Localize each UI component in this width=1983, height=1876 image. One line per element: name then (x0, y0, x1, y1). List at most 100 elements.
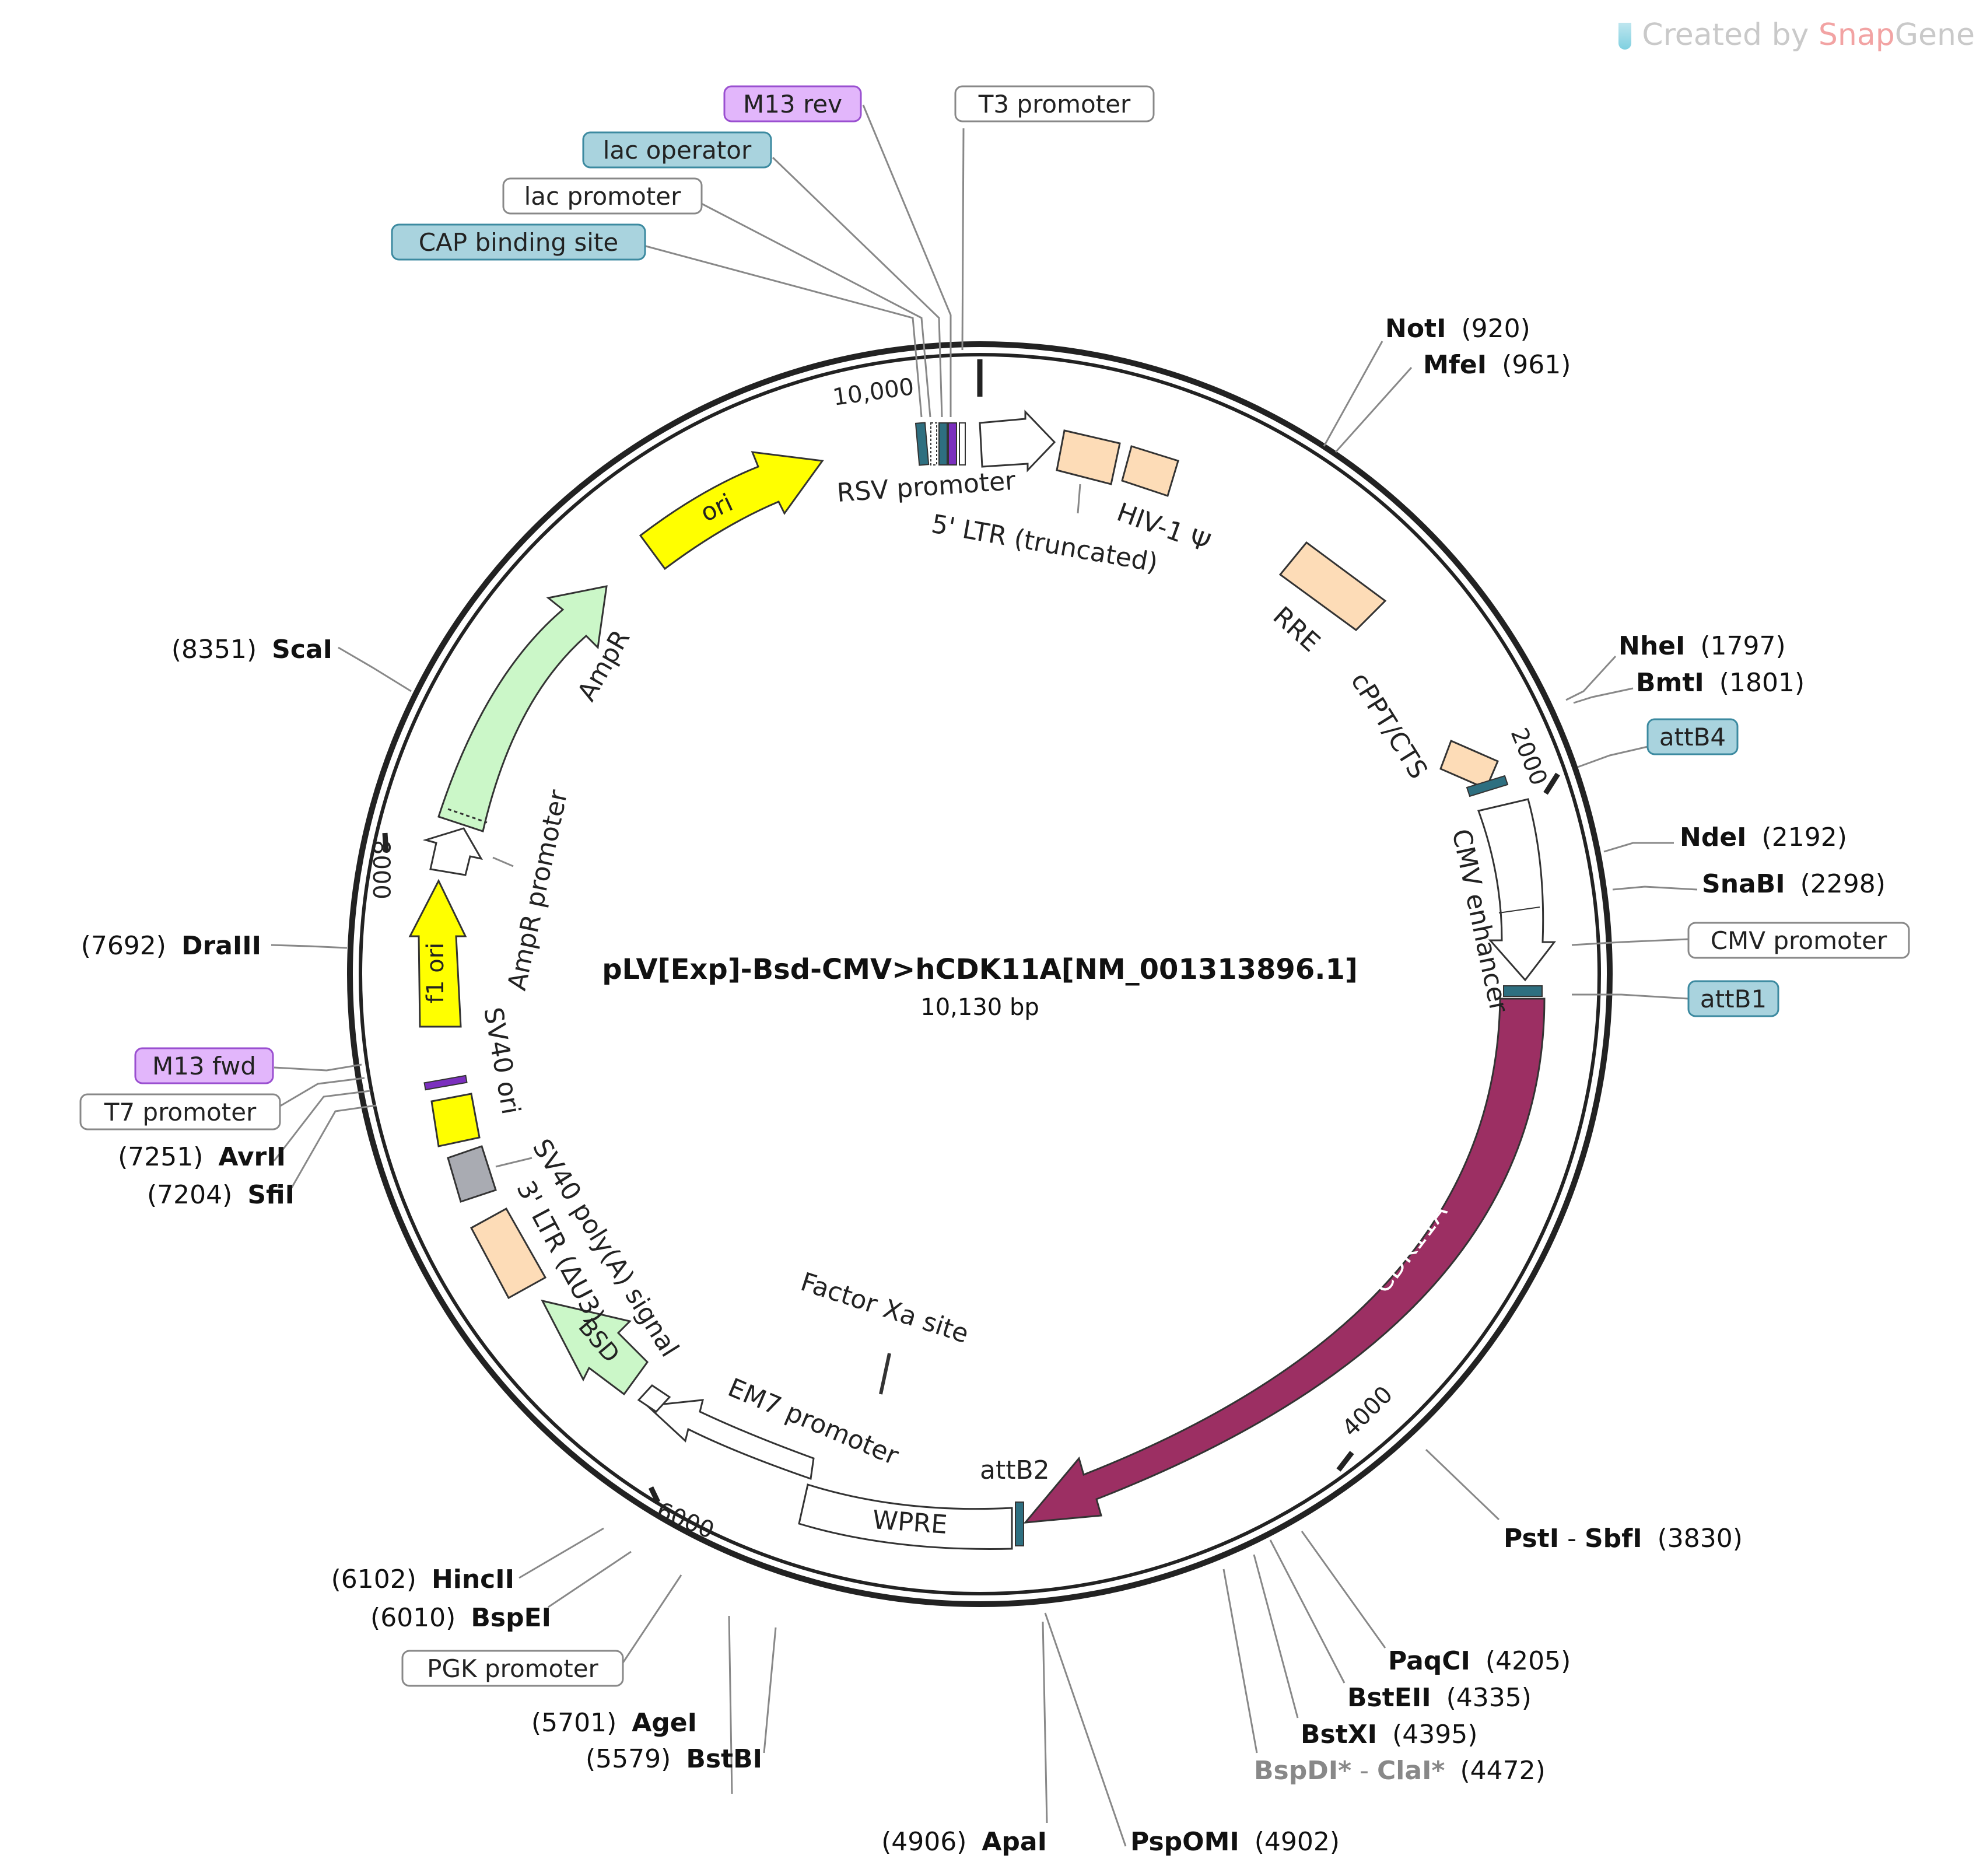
attb2-label: attB2 (980, 1455, 1050, 1485)
boxed-label-m13-rev: M13 rev (723, 85, 862, 123)
cap-binding-site-feature (915, 422, 930, 466)
tick-label-6000: 6000 (653, 1497, 718, 1545)
m13-rev-label: M13 rev (743, 90, 842, 118)
sv40-ori-label: SV40 ori (478, 1005, 525, 1116)
pgk-promoter-label: PGK promoter (427, 1654, 598, 1683)
snapgene-watermark: Created by SnapGene (1618, 18, 1975, 52)
watermark-prefix: Created by (1642, 18, 1809, 52)
tick-marks (382, 359, 1560, 1503)
sv40-polya-feature (447, 1145, 497, 1203)
rre-feature (1278, 541, 1387, 631)
t7-promoter-label: T7 promoter (104, 1098, 257, 1126)
top-small-features (915, 422, 966, 466)
enzyme-paqci: PaqCI(4205) (1388, 1646, 1571, 1676)
ltr3-feature (470, 1207, 547, 1300)
f1-ori-label: f1 ori (422, 943, 449, 1003)
watermark-brand-b: Gene (1894, 18, 1975, 52)
cap-binding-site-label: CAP binding site (419, 228, 619, 257)
rsv-promoter-label: RSV promoter (836, 466, 1017, 508)
plasmid-name: pLV[Exp]-Bsd-CMV>hCDK11A[NM_001313896.1] (602, 953, 1358, 986)
plasmid-length: 10,130 bp (920, 994, 1039, 1021)
attb1-label: attB1 (1700, 985, 1767, 1013)
m13-fwd-label: M13 fwd (152, 1052, 256, 1080)
tick-2000 (1543, 772, 1560, 795)
enzyme-apai: (4906)ApaI (881, 1827, 1047, 1857)
f1-ori-arrow (408, 878, 467, 1028)
enzyme-bmti: BmtI(1801) (1636, 668, 1805, 698)
enzyme-mfei: MfeI(961) (1423, 350, 1571, 380)
cmv-split-line (1498, 907, 1540, 914)
enzyme-draiii: (7692)DraIII (81, 931, 261, 961)
sv40-ori-feature (430, 1093, 481, 1147)
enzyme-bsteii: BstEII(4335) (1347, 1683, 1532, 1713)
lac-promoter-feature (930, 422, 937, 466)
enzyme-agei: (5701)AgeI (531, 1708, 697, 1738)
cmv-promoter-label: CMV promoter (1711, 926, 1887, 955)
watermark-brand-a: Snap (1818, 18, 1895, 52)
hiv-psi-feature (1121, 445, 1179, 497)
enzyme-pspomi: PspOMI(4902) (1130, 1827, 1340, 1857)
enzyme-bspdi-clai: BspDI* - ClaI*(4472) (1254, 1756, 1546, 1786)
bsd-arrow (541, 1299, 649, 1396)
outer-leaders (271, 104, 1698, 1847)
enzyme-noti: NotI(920) (1385, 314, 1530, 344)
enzyme-scai: (8351)ScaI (171, 635, 332, 664)
enzyme-bstbi: (5579)BstBI (586, 1744, 762, 1774)
boxed-label-cap-binding-site: CAP binding site (391, 223, 646, 261)
m13-fwd-feature (423, 1074, 468, 1091)
tick-label-8000: 8000 (367, 840, 394, 900)
wpre-label: WPRE (871, 1505, 948, 1540)
attb4-feature (1466, 775, 1509, 797)
boxed-label-pgk-promoter: PGK promoter (401, 1650, 624, 1687)
lac-promoter-label: lac promoter (524, 182, 681, 211)
em7-promoter-feature (637, 1384, 671, 1413)
cdk11a-arrow (1023, 998, 1546, 1524)
ampr-dotted-line (447, 808, 488, 824)
tick-8000 (382, 832, 389, 852)
factor-xa-feature (879, 1353, 891, 1395)
ampr-promoter-leader (492, 856, 514, 867)
boxed-label-m13-fwd: M13 fwd (134, 1047, 274, 1084)
ampr-promoter-arrow (422, 827, 483, 876)
enzyme-bstxi: BstXI(4395) (1301, 1720, 1477, 1749)
tick-label-2000: 2000 (1505, 724, 1553, 790)
tick-6000 (648, 1486, 661, 1503)
tick-label-10000: 10,000 (831, 373, 916, 411)
attb2-feature (1015, 1502, 1024, 1546)
enzyme-snabi: SnaBI(2298) (1702, 869, 1886, 899)
boxed-label-cmv-promoter: CMV promoter (1687, 922, 1910, 959)
cmv-enhancer-arrow (1477, 798, 1557, 982)
boxed-label-attb1: attB1 (1687, 980, 1779, 1017)
lac-operator-feature (938, 422, 948, 466)
ampr-promoter-label: AmpR promoter (502, 787, 574, 993)
boxed-label-attb4: attB4 (1646, 718, 1739, 755)
ori-arrow (639, 451, 824, 570)
cppt-label: cPPT/CTS (1345, 667, 1434, 784)
tick-label-4000: 4000 (1337, 1381, 1399, 1443)
enzyme-bspei: (6010)BspEI (370, 1603, 551, 1633)
factor-xa-label: Factor Xa site (797, 1267, 972, 1349)
m13-rev-feature (948, 422, 957, 466)
attb1-feature (1503, 985, 1543, 997)
t3-promoter-label: T3 promoter (978, 90, 1131, 118)
sv40-polya-leader (495, 1157, 532, 1168)
enzyme-hincii: (6102)HincII (331, 1564, 514, 1594)
boxed-label-t7-promoter: T7 promoter (79, 1093, 281, 1130)
enzyme-nhei: NheI(1797) (1618, 631, 1786, 661)
t3-promoter-feature (959, 422, 966, 466)
rre-label: RRE (1267, 601, 1326, 657)
snapgene-logo-icon (1618, 23, 1632, 50)
enzyme-avrii: (7251)AvrII (118, 1142, 286, 1172)
boxed-label-t3-promoter: T3 promoter (954, 85, 1155, 123)
boxed-label-lac-promoter: lac promoter (502, 177, 703, 215)
enzyme-psti-sbfi: PstI - SbfI(3830) (1504, 1524, 1743, 1553)
enzyme-sfii: (7204)SfiI (147, 1180, 295, 1210)
rsv-promoter-arrow (979, 410, 1056, 473)
enzyme-ndei: NdeI(2192) (1680, 822, 1847, 852)
backbone-ring (347, 341, 1613, 1607)
tick-4000 (1336, 1451, 1354, 1472)
wpre-feature (798, 1483, 1013, 1550)
ltr5-leader (1077, 484, 1081, 514)
lac-operator-label: lac operator (603, 136, 752, 164)
